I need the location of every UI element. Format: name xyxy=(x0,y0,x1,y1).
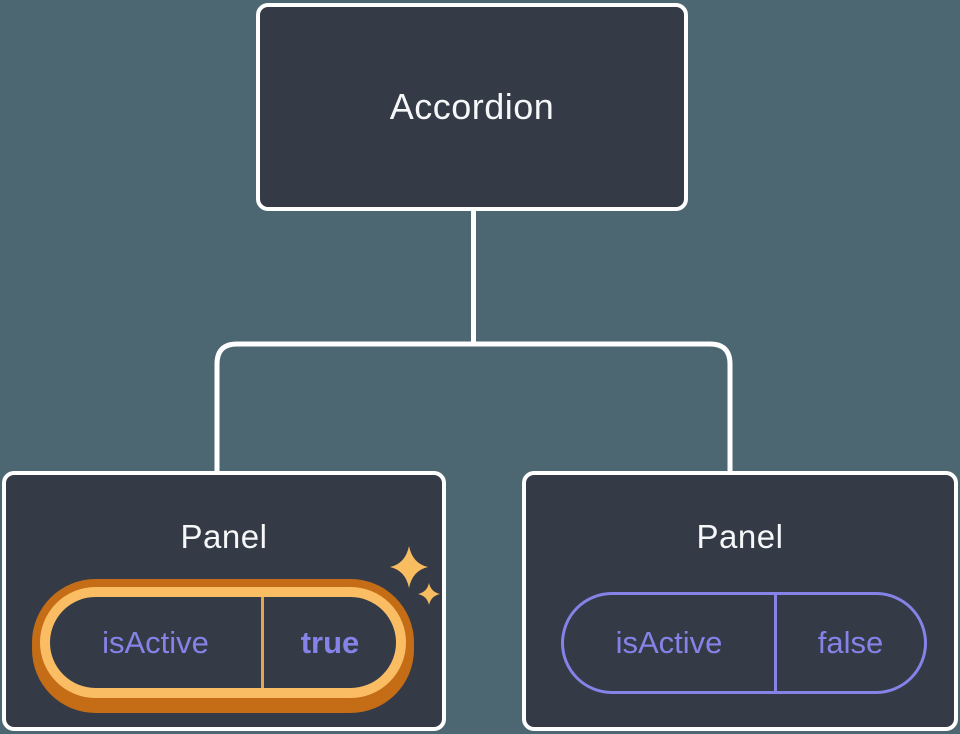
panel-node-inactive: Panel isActive false xyxy=(522,471,958,731)
panel-node-label: Panel xyxy=(180,518,268,555)
accordion-node: Accordion xyxy=(256,3,688,211)
prop-value: false xyxy=(817,625,884,660)
prop-name: isActive xyxy=(615,625,723,660)
prop-pill-inactive: isActive false xyxy=(561,592,927,694)
sparkle-icon xyxy=(390,546,440,605)
accordion-node-label: Accordion xyxy=(389,86,555,127)
sparkle-large-icon xyxy=(390,546,428,588)
prop-pill-active: isActive true xyxy=(40,587,406,698)
pill-divider xyxy=(774,595,777,691)
prop-value: true xyxy=(300,624,360,660)
panel-node-label: Panel xyxy=(696,518,784,555)
pill-divider xyxy=(261,597,264,688)
connector-branch-bracket xyxy=(214,341,733,471)
panel-node-active: Panel isActive true xyxy=(2,471,446,731)
prop-name: isActive xyxy=(102,624,209,660)
sparkle-small-icon xyxy=(418,583,440,605)
